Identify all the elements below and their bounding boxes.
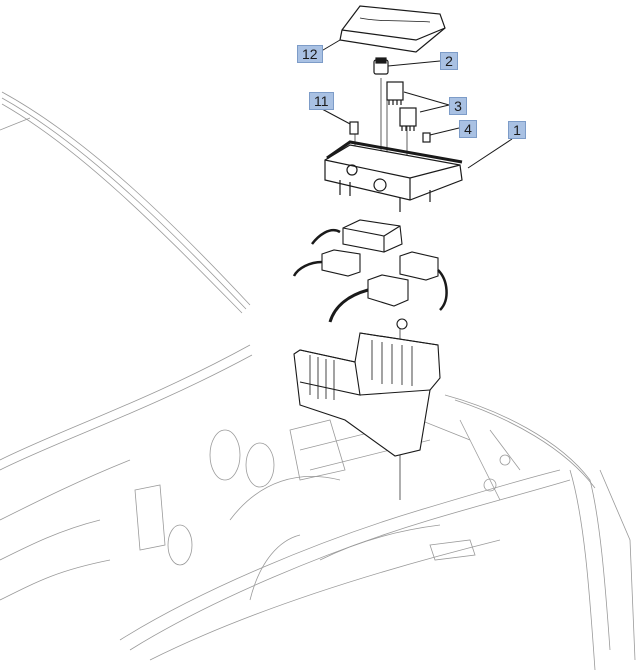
small-fuse bbox=[349, 121, 359, 135]
callout-11: 11 bbox=[309, 92, 334, 110]
callout-4: 4 bbox=[459, 120, 477, 138]
callout-12: 12 bbox=[297, 45, 323, 63]
mini-fuse bbox=[422, 132, 431, 143]
callout-2: 2 bbox=[440, 52, 458, 70]
wiring-connectors bbox=[292, 219, 448, 323]
callout-1: 1 bbox=[508, 121, 526, 139]
fuse-block-cover bbox=[339, 5, 446, 53]
fuse-block bbox=[324, 140, 463, 212]
relays bbox=[386, 81, 417, 131]
callout-3: 3 bbox=[449, 97, 467, 115]
fuse bbox=[373, 57, 389, 75]
fuse-block-tray bbox=[293, 318, 441, 457]
